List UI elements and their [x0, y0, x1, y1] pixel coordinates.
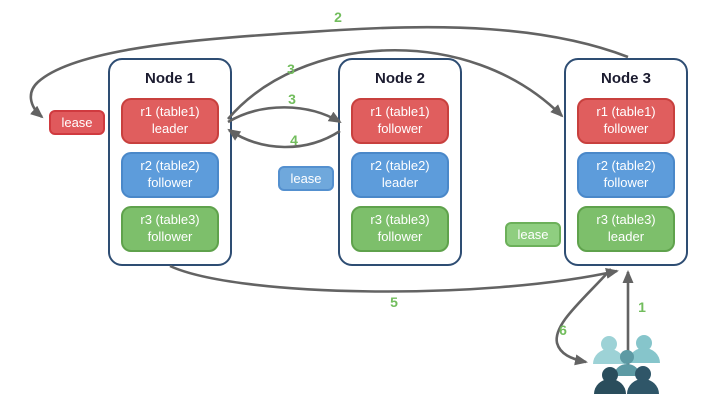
step-label-1: 1: [638, 299, 646, 315]
replica-role: follower: [603, 175, 649, 190]
replica-name: r2 (table2): [596, 158, 656, 174]
node-2-box: Node 2 r1 (table1) follower r2 (table2) …: [338, 58, 462, 266]
replica-role: follower: [377, 121, 423, 136]
node-3-title: Node 3: [600, 70, 651, 87]
node-2-title: Node 2: [374, 70, 425, 87]
node-1-title: Node 1: [144, 70, 195, 87]
step-label-3-upper: 3: [287, 61, 295, 77]
node3-replica-r1: r1 (table1) follower: [577, 98, 675, 144]
replica-name: r3 (table3): [370, 212, 430, 228]
node1-replica-r3: r3 (table3) follower: [121, 206, 219, 252]
user-bottom-right: [627, 366, 659, 394]
lease-badge-red: lease: [49, 110, 105, 135]
lease-badge-green: lease: [505, 222, 561, 247]
node-3-box: Node 3 r1 (table1) follower r2 (table2) …: [564, 58, 688, 266]
arrow-5-node1-to-node3-bottom: [169, 264, 619, 293]
replica-role: follower: [603, 121, 649, 136]
arrow-4-node2-to-node1-r1: [227, 128, 341, 149]
replica-name: r2 (table2): [370, 158, 430, 174]
replica-name: r1 (table1): [370, 104, 430, 120]
users-group-icon: [593, 335, 660, 394]
replica-name: r1 (table1): [596, 104, 656, 120]
node2-replica-r2: r2 (table2) leader: [351, 152, 449, 198]
step-label-4: 4: [290, 132, 298, 148]
replica-name: r1 (table1): [140, 104, 200, 120]
replica-role: leader: [151, 121, 189, 136]
node1-replica-r2: r2 (table2) follower: [121, 152, 219, 198]
lease-badge-blue: lease: [278, 166, 334, 191]
replica-role: follower: [377, 229, 423, 244]
step-label-3-lower: 3: [288, 91, 296, 107]
replica-role: leader: [381, 175, 419, 190]
node2-replica-r1: r1 (table1) follower: [351, 98, 449, 144]
node3-replica-r2: r2 (table2) follower: [577, 152, 675, 198]
node3-replica-r3: r3 (table3) leader: [577, 206, 675, 252]
node2-replica-r3: r3 (table3) follower: [351, 206, 449, 252]
replica-role: follower: [147, 229, 193, 244]
arrow-3-node1-to-node2-r1: [227, 106, 342, 124]
step-label-2: 2: [334, 9, 342, 25]
replica-name: r3 (table3): [140, 212, 200, 228]
replica-name: r2 (table2): [140, 158, 200, 174]
user-top-right: [628, 335, 660, 363]
replica-name: r3 (table3): [596, 212, 656, 228]
replica-role: follower: [147, 175, 193, 190]
node-1-box: Node 1 r1 (table1) leader r2 (table2) fo…: [108, 58, 232, 266]
replica-role: leader: [607, 229, 645, 244]
user-top-left: [593, 336, 625, 364]
node1-replica-r1: r1 (table1) leader: [121, 98, 219, 144]
step-label-5: 5: [390, 294, 398, 310]
step-label-6: 6: [559, 322, 567, 338]
user-bottom-left: [594, 367, 626, 394]
